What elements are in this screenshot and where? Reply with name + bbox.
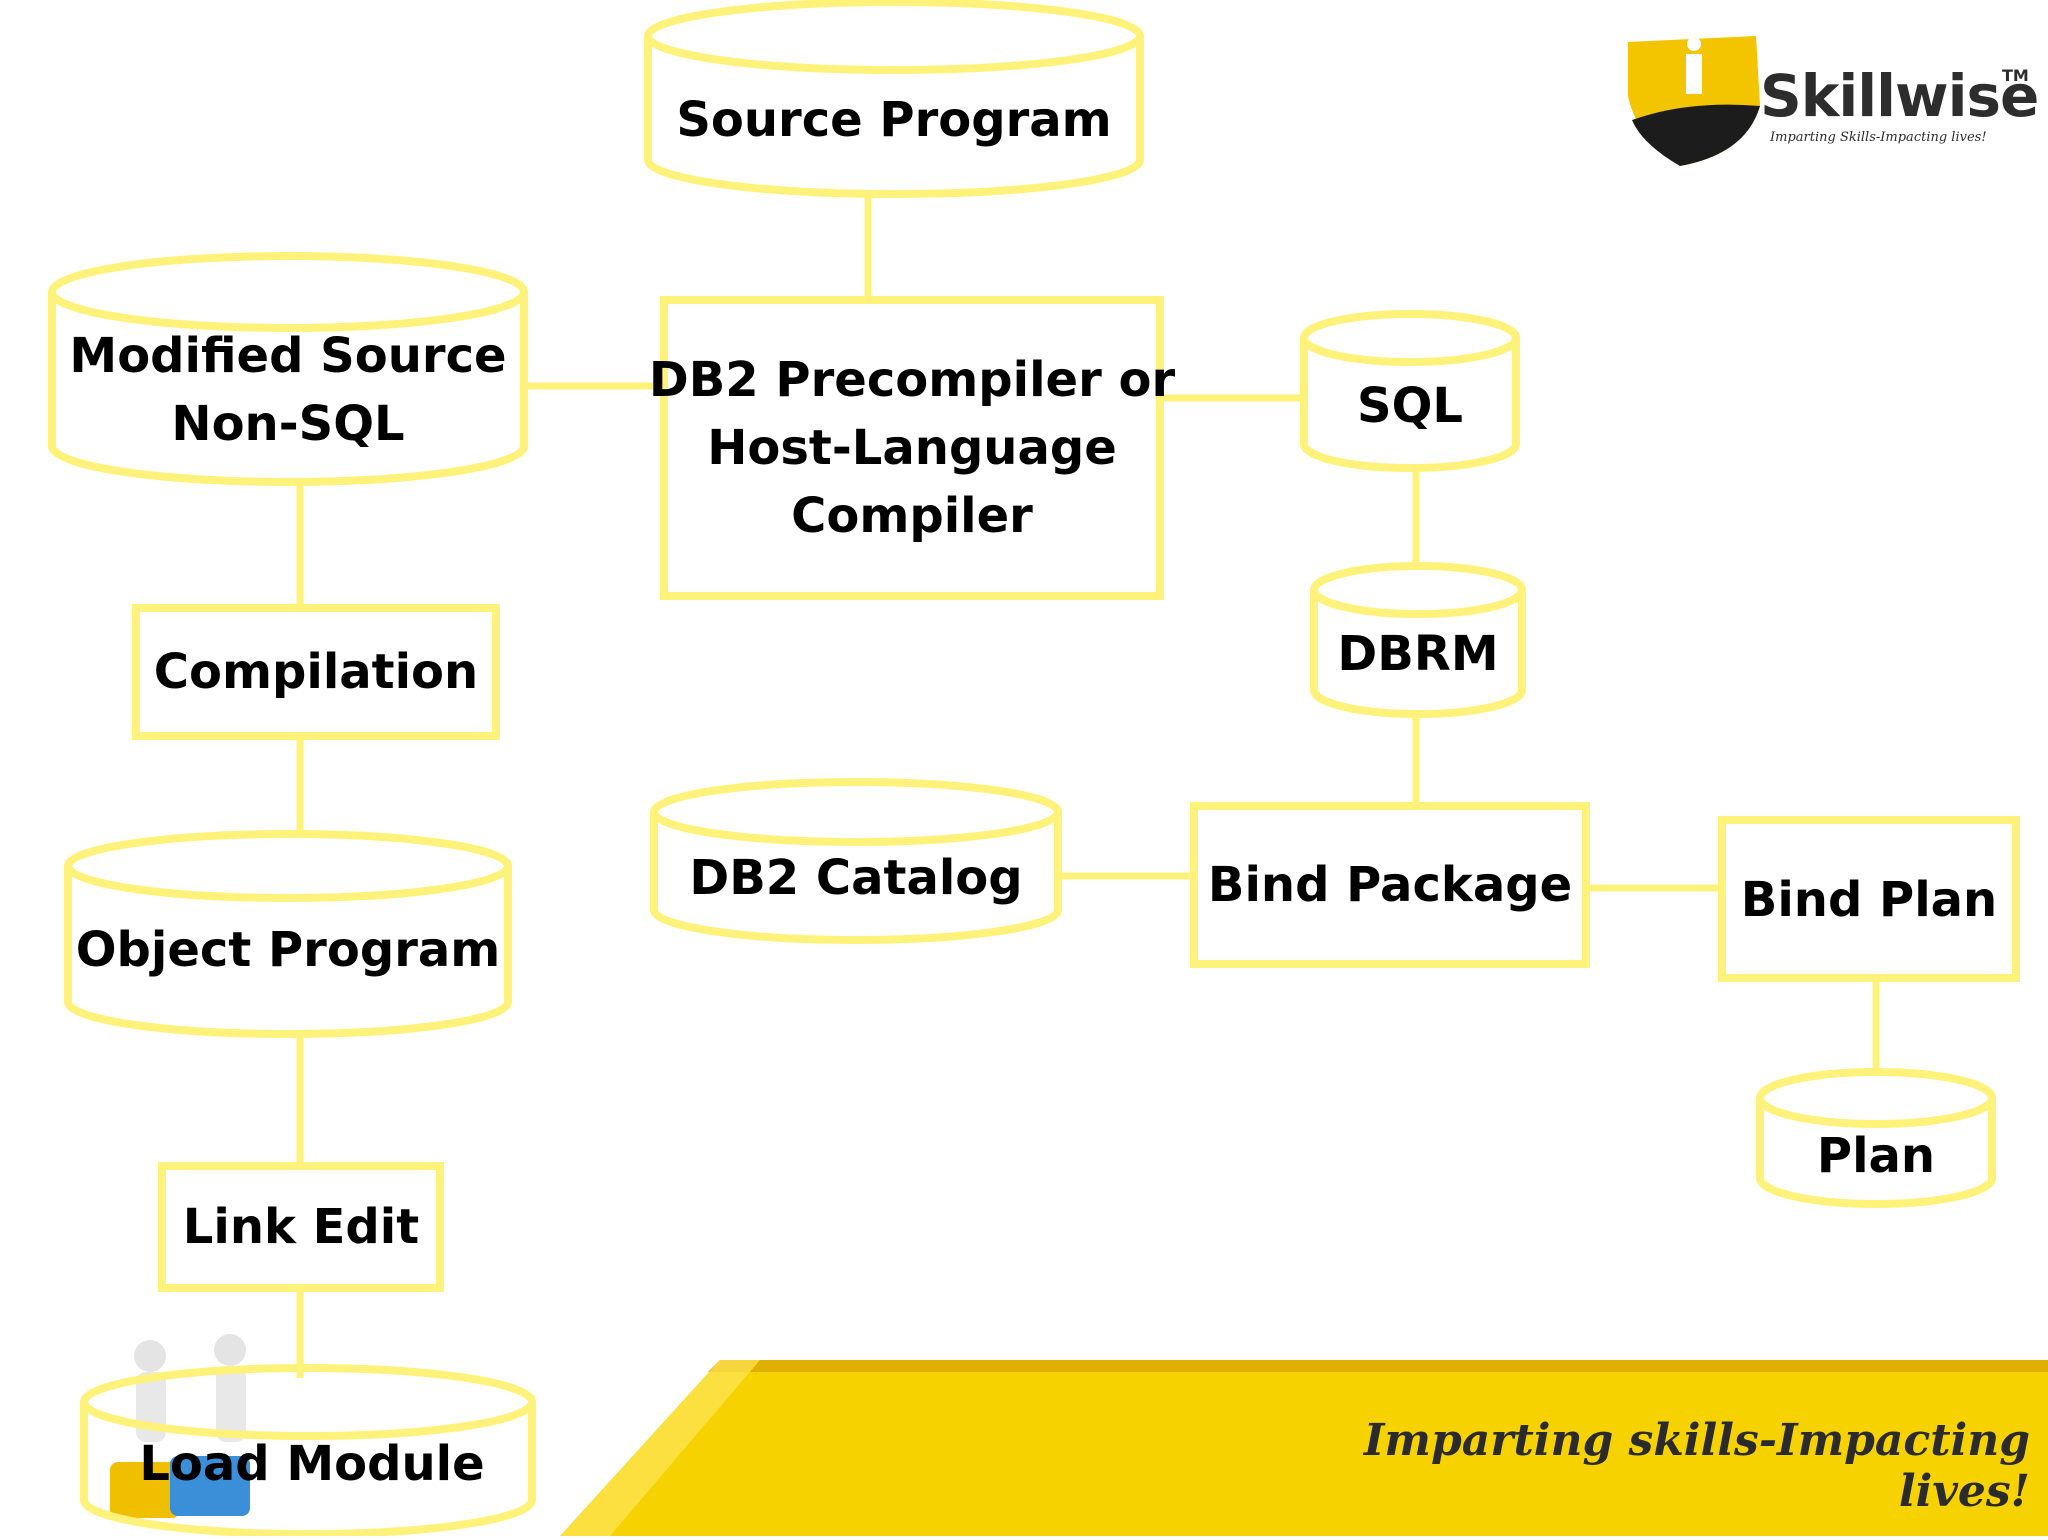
precompiler-line-2: Host-Language: [707, 420, 1117, 476]
db2-catalog-text: DB2 Catalog: [689, 850, 1023, 906]
logo-trademark: TM: [2002, 66, 2029, 85]
bind-package-text: Bind Package: [1207, 857, 1573, 913]
shield-dot-icon: [1687, 37, 1701, 51]
label-sql: SQL: [1304, 366, 1516, 446]
footer-band-main: [560, 1360, 2048, 1536]
label-bind-plan: Bind Plan: [1722, 860, 2016, 940]
precompiler-line-3: Compiler: [791, 488, 1033, 544]
label-object-program: Object Program: [68, 910, 508, 990]
box-bind-plan: [1718, 816, 2020, 982]
cylinder-object-program: [64, 830, 512, 1038]
footer-band-top-edge: [708, 1360, 2048, 1372]
logo-tagline: Imparting Skills-Impacting lives!: [1770, 130, 1987, 145]
box-compilation: [132, 604, 500, 740]
precompiler-line-1: DB2 Precompiler or: [648, 352, 1176, 408]
figure-head-right: [214, 1334, 246, 1366]
label-compilation: Compilation: [136, 632, 496, 712]
cylinders: [48, 0, 1996, 1538]
footer-band-highlight: [560, 1360, 760, 1536]
sql-text: SQL: [1357, 378, 1463, 434]
shield-bar-icon: [1686, 54, 1702, 94]
box-bind-package: [1190, 802, 1590, 968]
footer-tagline: Imparting skills-Impacting lives!: [1363, 1415, 2030, 1517]
figure-body-right: [216, 1366, 246, 1442]
label-source-program: Source Program: [648, 80, 1140, 160]
label-db2-catalog: DB2 Catalog: [654, 838, 1058, 918]
box-link-edit: [158, 1162, 444, 1292]
source-program-text: Source Program: [676, 92, 1112, 148]
skillwise-logo-shield: [1628, 36, 1760, 166]
link-edit-text: Link Edit: [182, 1199, 420, 1255]
box-precompiler: [660, 296, 1164, 600]
connectors: [296, 196, 1880, 1378]
label-modified-source: Modified Source Non-SQL: [52, 320, 524, 460]
puzzle-piece-yellow: [110, 1462, 180, 1518]
cylinder-plan: [1756, 1068, 1996, 1208]
cylinder-dbrm: [1310, 562, 1526, 718]
load-module-text: Load Module: [139, 1436, 485, 1492]
modified-source-line-2: Non-SQL: [171, 396, 405, 452]
object-program-text: Object Program: [75, 922, 501, 978]
cylinder-db2-catalog: [650, 778, 1062, 944]
cylinder-sql: [1300, 310, 1520, 472]
cylinder-load-module: [80, 1364, 536, 1538]
modified-source-line-1: Modified Source: [69, 328, 507, 384]
shield-dark: [1632, 104, 1760, 166]
figure-head-left: [134, 1340, 166, 1372]
dbrm-text: DBRM: [1337, 626, 1499, 682]
label-load-module: Load Module: [110, 1424, 514, 1504]
logo-wordmark: Skillwise: [1760, 62, 2039, 130]
label-dbrm: DBRM: [1314, 614, 1522, 694]
process-boxes: [132, 296, 2020, 1292]
puzzle-piece-blue: [170, 1456, 250, 1516]
label-precompiler: DB2 Precompiler or Host-Language Compile…: [649, 312, 1175, 584]
bind-plan-text: Bind Plan: [1740, 872, 1998, 928]
label-link-edit: Link Edit: [162, 1187, 440, 1267]
footer-band: [560, 1360, 2048, 1536]
skillwise-logo: Skillwise TM Imparting Skills-Impacting …: [1620, 32, 2039, 172]
puzzle-figures-illustration: [110, 1334, 250, 1518]
label-bind-package: Bind Package: [1194, 845, 1586, 925]
plan-text: Plan: [1816, 1128, 1936, 1184]
compilation-text: Compilation: [153, 644, 479, 700]
label-plan: Plan: [1760, 1116, 1992, 1196]
cylinder-source-program: [644, 0, 1144, 198]
cylinder-modified-source: [48, 252, 528, 486]
